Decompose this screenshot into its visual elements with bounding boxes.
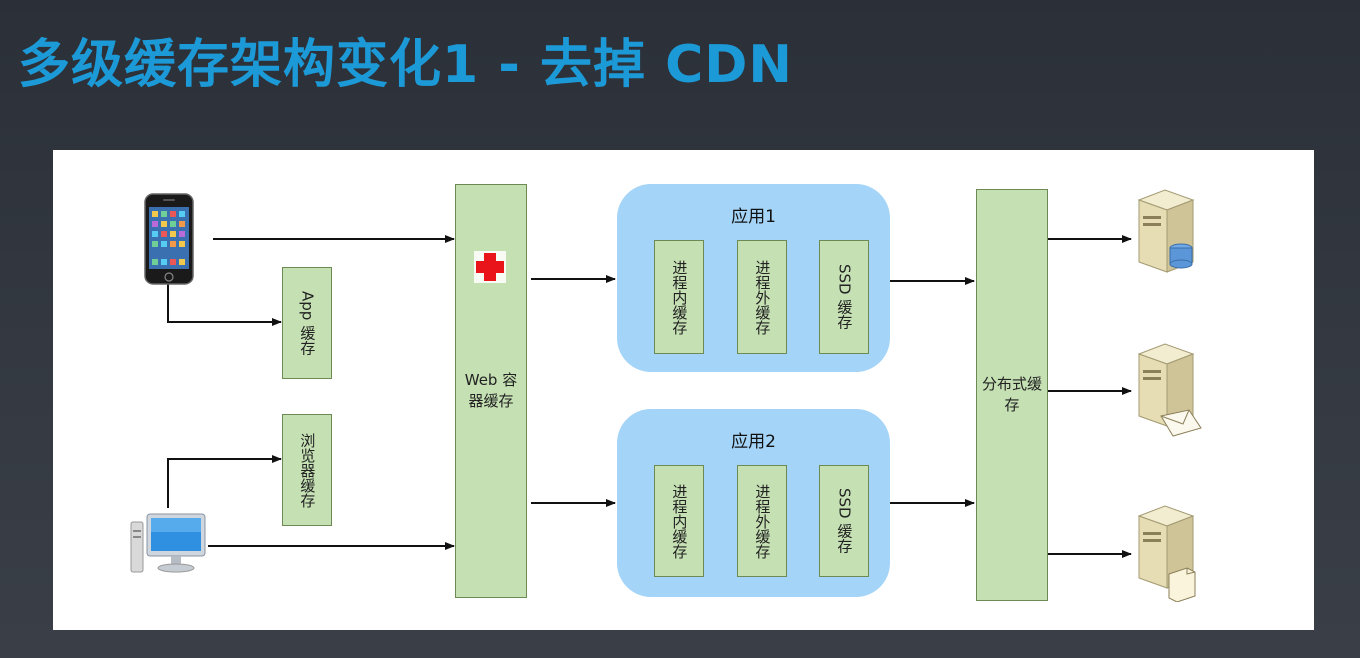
app2-in-process-cache-label: 进程内缓存 xyxy=(670,483,689,559)
browser-cache-label: 浏览器缓存 xyxy=(298,432,317,508)
app2-in-process-cache: 进程内缓存 xyxy=(654,465,704,577)
arrow-phone-to-app-cache xyxy=(167,278,282,326)
slide-title: 多级缓存架构变化1 - 去掉 CDN xyxy=(18,35,793,95)
distributed-cache-label: 分布式缓存 xyxy=(981,375,1042,414)
app1-out-of-process-cache-label: 进程外缓存 xyxy=(753,259,772,335)
distributed-cache-box: 分布式缓存 xyxy=(976,189,1048,601)
mail-server-icon xyxy=(1137,343,1202,437)
connector-arrows xyxy=(167,235,1132,558)
web-container-cache-label: Web 容器缓存 xyxy=(464,371,518,410)
browser-cache-box: 浏览器缓存 xyxy=(282,414,332,526)
app1-in-process-cache: 进程内缓存 xyxy=(654,240,704,354)
app2-out-of-process-cache-label: 进程外缓存 xyxy=(753,483,772,559)
app1-cluster: 应用1 进程内缓存 进程外缓存 SSD 缓存 xyxy=(617,184,890,372)
app2-title: 应用2 xyxy=(731,432,776,452)
firewall-cross-icon xyxy=(474,251,506,283)
web-container-cache-box: Web 容器缓存 xyxy=(455,184,527,598)
app-cache-label: App 缓存 xyxy=(298,290,317,356)
app1-in-process-cache-label: 进程内缓存 xyxy=(670,259,689,335)
app1-title: 应用1 xyxy=(731,207,776,227)
app2-ssd-cache: SSD 缓存 xyxy=(819,465,869,577)
desktop-computer-icon xyxy=(130,513,206,573)
app1-ssd-cache: SSD 缓存 xyxy=(819,240,869,354)
phone-icon xyxy=(144,193,194,285)
arrow-pc-to-browser-cache xyxy=(167,455,282,508)
database-server-icon xyxy=(1137,189,1195,273)
app1-ssd-cache-label: SSD 缓存 xyxy=(835,264,854,330)
app1-out-of-process-cache: 进程外缓存 xyxy=(737,240,787,354)
diagram-panel: App 缓存 浏览器缓存 Web 容器缓存 应用1 进程内缓存 进程外缓存 SS… xyxy=(53,150,1314,630)
file-server-icon xyxy=(1137,505,1196,602)
app2-cluster: 应用2 进程内缓存 进程外缓存 SSD 缓存 xyxy=(617,409,890,597)
app2-ssd-cache-label: SSD 缓存 xyxy=(835,488,854,554)
app-cache-box: App 缓存 xyxy=(282,267,332,379)
app2-out-of-process-cache: 进程外缓存 xyxy=(737,465,787,577)
